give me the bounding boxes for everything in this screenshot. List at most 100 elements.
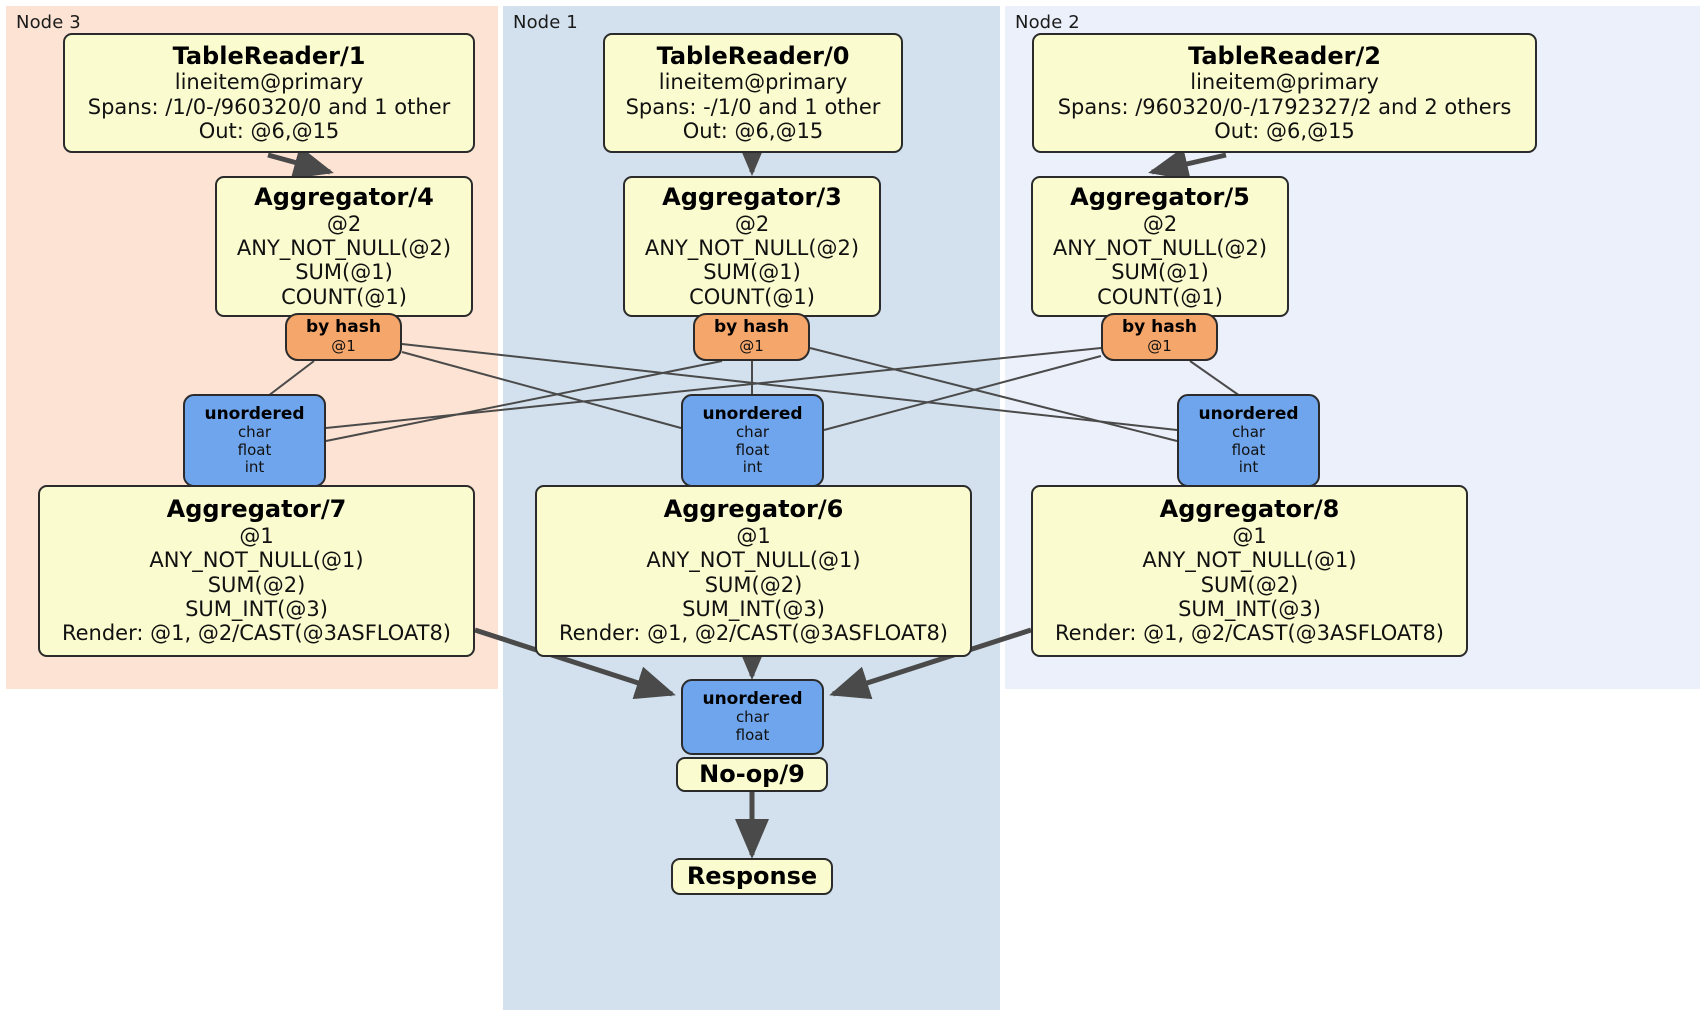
processor-title: Aggregator/8 <box>1159 495 1340 524</box>
synchronizer-unordered-8[interactable]: unordered char float int <box>1177 394 1320 487</box>
router-detail-column: @1 <box>331 337 356 356</box>
processor-detail-render: Render: @1, @2/CAST(@3ASFLOAT8) <box>558 621 949 646</box>
processor-detail-agg1: ANY_NOT_NULL(@2) <box>1052 236 1268 261</box>
processor-detail-groupcol: @1 <box>736 524 771 549</box>
processor-detail-agg2: SUM(@2) <box>207 572 306 597</box>
synchronizer-type-2: float <box>1231 440 1266 459</box>
synchronizer-title: unordered <box>702 688 803 709</box>
processor-title: Response <box>686 861 818 890</box>
processor-aggregator-3[interactable]: Aggregator/3 @2 ANY_NOT_NULL(@2) SUM(@1)… <box>623 176 881 317</box>
processor-tablereader-1[interactable]: TableReader/1 lineitem@primary Spans: /1… <box>63 33 475 153</box>
processor-tablereader-2[interactable]: TableReader/2 lineitem@primary Spans: /9… <box>1032 33 1537 153</box>
edge-hash5-sync7 <box>325 347 1102 429</box>
edge-hash3-sync7 <box>325 360 723 442</box>
processor-title: Aggregator/7 <box>166 495 347 524</box>
processor-detail-agg2: SUM(@1) <box>1111 260 1209 285</box>
processor-detail-table: lineitem@primary <box>174 70 364 95</box>
edge-hash4-sync6 <box>401 351 682 429</box>
processor-aggregator-8[interactable]: Aggregator/8 @1 ANY_NOT_NULL(@1) SUM(@2)… <box>1031 485 1468 657</box>
processor-detail-agg3: COUNT(@1) <box>1097 284 1223 309</box>
processor-aggregator-4[interactable]: Aggregator/4 @2 ANY_NOT_NULL(@2) SUM(@1)… <box>215 176 473 317</box>
processor-detail-agg1: ANY_NOT_NULL(@2) <box>236 236 452 261</box>
edge-agg8-sync9 <box>829 627 1032 700</box>
edge-tr2-agg5 <box>1148 147 1227 181</box>
synchronizer-unordered-final[interactable]: unordered char float <box>681 679 824 755</box>
processor-aggregator-5[interactable]: Aggregator/5 @2 ANY_NOT_NULL(@2) SUM(@1)… <box>1031 176 1289 317</box>
processor-detail-groupcol: @1 <box>1232 524 1267 549</box>
router-title: by hash <box>714 317 789 338</box>
processor-title: Aggregator/5 <box>1070 182 1250 211</box>
processor-tablereader-0[interactable]: TableReader/0 lineitem@primary Spans: -/… <box>603 33 903 153</box>
processor-detail-groupcol: @1 <box>239 524 274 549</box>
processor-aggregator-7[interactable]: Aggregator/7 @1 ANY_NOT_NULL(@1) SUM(@2)… <box>38 485 475 657</box>
processor-detail-agg3: SUM_INT(@3) <box>1178 597 1321 622</box>
processor-detail-agg2: SUM(@1) <box>703 260 801 285</box>
node-region-label-node2: Node 2 <box>1015 12 1080 33</box>
synchronizer-unordered-7[interactable]: unordered char float int <box>183 394 326 487</box>
synchronizer-type-1: char <box>237 423 272 442</box>
processor-detail-agg2: SUM(@1) <box>295 260 393 285</box>
edge-hash4-sync8 <box>401 343 1178 431</box>
processor-response[interactable]: Response <box>671 858 833 895</box>
node-region-label-node3: Node 3 <box>16 12 81 33</box>
router-title: by hash <box>1122 317 1197 338</box>
processor-detail-agg3: COUNT(@1) <box>689 284 815 309</box>
processor-detail-table: lineitem@primary <box>658 70 848 95</box>
processor-detail-spans: Spans: -/1/0 and 1 other <box>625 94 881 119</box>
processor-title: TableReader/1 <box>172 41 366 70</box>
processor-title: TableReader/2 <box>1188 41 1381 70</box>
synchronizer-type-1: char <box>1231 423 1266 442</box>
synchronizer-unordered-6[interactable]: unordered char float int <box>681 394 824 487</box>
processor-detail-render: Render: @1, @2/CAST(@3ASFLOAT8) <box>61 621 452 646</box>
edge-hash4-sync7 <box>267 360 315 397</box>
router-title: by hash <box>306 317 381 338</box>
processor-detail-spans: Spans: /960320/0-/1792327/2 and 2 others <box>1057 94 1512 119</box>
processor-title: No-op/9 <box>699 759 805 788</box>
processor-title: Aggregator/6 <box>663 495 844 524</box>
synchronizer-title: unordered <box>1198 403 1299 424</box>
processor-detail-agg3: COUNT(@1) <box>281 284 407 309</box>
router-detail-column: @1 <box>1147 337 1172 356</box>
processor-detail-spans: Spans: /1/0-/960320/0 and 1 other <box>87 94 451 119</box>
synchronizer-type-3: int <box>742 458 763 477</box>
processor-detail-agg2: SUM(@2) <box>1200 572 1299 597</box>
processor-detail-render: Render: @1, @2/CAST(@3ASFLOAT8) <box>1054 621 1445 646</box>
processor-detail-agg3: SUM_INT(@3) <box>682 597 825 622</box>
processor-detail-out: Out: @6,@15 <box>1214 119 1355 144</box>
processor-detail-agg1: ANY_NOT_NULL(@1) <box>1142 548 1357 573</box>
processor-aggregator-6[interactable]: Aggregator/6 @1 ANY_NOT_NULL(@1) SUM(@2)… <box>535 485 972 657</box>
synchronizer-type-1: char <box>735 423 770 442</box>
processor-title: Aggregator/3 <box>662 182 842 211</box>
processor-detail-out: Out: @6,@15 <box>682 119 824 144</box>
router-by-hash-5[interactable]: by hash @1 <box>1101 313 1218 361</box>
processor-noop-9[interactable]: No-op/9 <box>676 757 828 792</box>
edge-hash3-sync8 <box>809 347 1178 442</box>
processor-detail-table: lineitem@primary <box>1190 70 1379 95</box>
processor-detail-agg2: SUM(@2) <box>704 572 803 597</box>
synchronizer-type-3: int <box>244 458 265 477</box>
router-detail-column: @1 <box>739 337 764 356</box>
processor-detail-agg1: ANY_NOT_NULL(@2) <box>644 236 860 261</box>
edge-tr1-agg4 <box>267 146 334 179</box>
synchronizer-type-2: float <box>237 440 272 459</box>
processor-detail-groupcol: @2 <box>1142 211 1178 236</box>
edge-hash5-sync8 <box>1189 360 1241 397</box>
synchronizer-title: unordered <box>204 403 305 424</box>
synchronizer-type-2: float <box>735 440 770 459</box>
processor-title: TableReader/0 <box>656 41 850 70</box>
synchronizer-type-3: int <box>1238 458 1259 477</box>
edge-hash5-sync6 <box>823 355 1102 431</box>
synchronizer-title: unordered <box>702 403 803 424</box>
synchronizer-type-2: float <box>735 725 770 744</box>
processor-detail-out: Out: @6,@15 <box>198 119 340 144</box>
processor-detail-agg1: ANY_NOT_NULL(@1) <box>646 548 861 573</box>
router-by-hash-3[interactable]: by hash @1 <box>693 313 810 361</box>
router-by-hash-4[interactable]: by hash @1 <box>285 313 402 361</box>
processor-detail-agg3: SUM_INT(@3) <box>185 597 328 622</box>
node-region-label-node1: Node 1 <box>513 12 578 33</box>
processor-title: Aggregator/4 <box>254 182 434 211</box>
processor-detail-groupcol: @2 <box>734 211 770 236</box>
processor-detail-agg1: ANY_NOT_NULL(@1) <box>149 548 364 573</box>
